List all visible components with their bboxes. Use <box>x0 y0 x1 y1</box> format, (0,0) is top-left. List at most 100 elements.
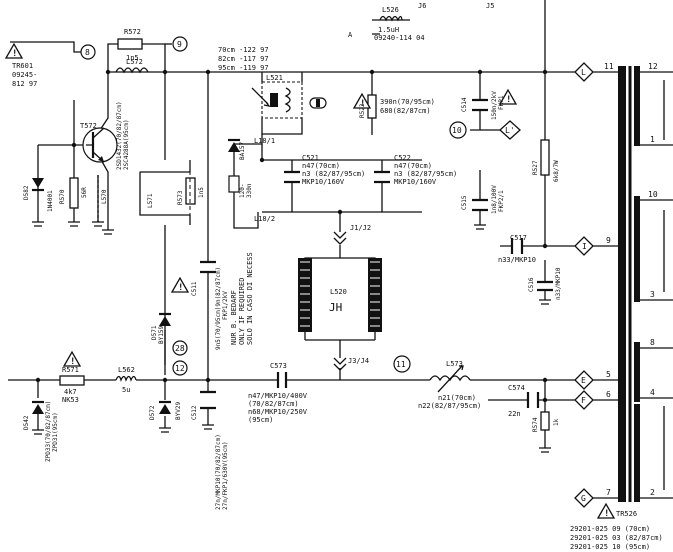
l521-82: 82cm -117 97 <box>218 55 269 63</box>
l572-label: L572 <box>126 58 143 66</box>
tr526-part-82: 29201-025 03 (82/87cm) <box>570 534 663 542</box>
c522-value: n47(70cm) <box>394 162 432 170</box>
c522-value3: MKP10/160V <box>394 178 437 186</box>
pin-10: 10 <box>648 190 658 199</box>
c574-symbol <box>526 392 540 408</box>
c517-label: C517 <box>510 234 527 242</box>
warning-icon: ! <box>352 92 372 109</box>
c514-label: C514 <box>461 97 468 112</box>
c517-symbol <box>510 238 524 254</box>
node-9: 9 <box>172 36 188 52</box>
svg-text:10: 10 <box>452 126 462 135</box>
t572-type2: 2SC4288A(95cm) <box>123 119 130 170</box>
d572-symbol <box>159 400 171 414</box>
c512-symbol <box>200 390 216 410</box>
svg-text:12: 12 <box>175 364 185 373</box>
d582-label: D582 <box>23 185 30 200</box>
l18-1-label: L18/1 <box>254 137 275 145</box>
svg-text:L': L' <box>505 126 515 135</box>
r574-value: 1k <box>553 418 560 426</box>
l573-value: n21(70cm) <box>438 394 476 402</box>
c512-label: C512 <box>191 405 198 420</box>
r571-value: 4k7 <box>64 388 77 396</box>
l521-symbol <box>251 81 327 119</box>
j3j4-label: J3/J4 <box>348 357 369 365</box>
c515-value: 1n8/100V <box>491 185 498 214</box>
r574-label: R574 <box>532 417 539 432</box>
connector-G: G <box>574 488 594 508</box>
j1j2-label: J1/J2 <box>350 224 371 232</box>
c516-symbol <box>537 280 553 292</box>
svg-text:E: E <box>581 376 586 385</box>
r527-value: 6k8/7W <box>553 160 560 182</box>
l18-2-label: L18/2 <box>254 215 275 223</box>
c574-label: C574 <box>508 384 525 392</box>
l562-symbol <box>115 375 137 382</box>
r523-value: 390n(70/95cm) <box>380 98 435 106</box>
t572-label: T572 <box>80 122 97 130</box>
t572-type: 2SD1432(70/82/87cm) <box>116 101 123 170</box>
l573-value2: n22(82/87/95cm) <box>418 402 481 410</box>
l526-part: 09240-114 04 <box>374 34 425 42</box>
l526-value: 1.5uH <box>378 26 399 34</box>
c573-label: C573 <box>270 362 287 370</box>
svg-text:11: 11 <box>396 360 406 369</box>
r571-value2: NK53 <box>62 396 79 404</box>
c521-label: C521 <box>302 154 319 162</box>
pin-11: 11 <box>604 62 614 71</box>
r527-label: R527 <box>532 160 539 175</box>
d582-type: 1N4001 <box>47 190 54 212</box>
connector-L: L <box>574 62 594 82</box>
svg-text:!: ! <box>178 283 183 293</box>
c514-symbol <box>472 98 488 112</box>
c573-symbol <box>276 372 288 388</box>
l571-symbol <box>139 171 191 216</box>
warning-icon: ! <box>498 88 518 105</box>
svg-text:!: ! <box>506 95 511 105</box>
ba157-label: BA157 <box>239 142 246 160</box>
r523-label: R523 <box>359 103 366 118</box>
svg-text:I: I <box>582 242 587 251</box>
r527-symbol <box>540 139 550 176</box>
d542-value2: ZPD31(95cm) <box>52 412 59 452</box>
j3j4-symbol <box>333 357 347 371</box>
warning-icon: ! <box>62 350 82 367</box>
d571-label: D571 <box>151 325 158 340</box>
connector-L-prime: L' <box>499 120 521 140</box>
svg-text:!: ! <box>360 99 365 109</box>
node-10: 10 <box>449 121 467 139</box>
l521-95: 95cm -119 97 <box>218 64 269 72</box>
c514-value2: FKP1 <box>498 95 505 110</box>
wiring <box>8 0 673 499</box>
l571-label: L571 <box>147 193 154 208</box>
c521-value3: MKP10/160V <box>302 178 345 186</box>
c511-label: C511 <box>191 281 198 296</box>
l572-symbol <box>115 67 149 74</box>
t572-symbol <box>82 127 118 163</box>
svg-text:28: 28 <box>175 344 185 353</box>
junction-dots <box>35 69 548 403</box>
tr526-symbol <box>618 66 640 502</box>
d542-value: ZPD33(70/82/87cm) <box>45 401 52 462</box>
node-28: 28 <box>172 340 188 356</box>
connector-I: I <box>574 236 594 256</box>
transformer-pins: 11 12 1 10 9 3 8 5 6 4 7 2 <box>604 62 658 497</box>
svg-text:!: ! <box>604 509 609 519</box>
d542-symbol <box>32 400 44 414</box>
connector-F: F <box>574 390 594 410</box>
r573-value: 1n5 <box>198 187 205 198</box>
c515-symbol <box>472 198 488 212</box>
svg-text:!: ! <box>12 49 17 59</box>
c521-value: n47(70cm) <box>302 162 340 170</box>
pin-4: 4 <box>650 388 655 397</box>
c512-value2: 27n/FKP1/630V(95cm) <box>222 441 229 510</box>
l520-label: L520 <box>330 288 347 296</box>
c522-label: C522 <box>394 154 411 162</box>
c512-value: 27n/MKP10(70/82/87cm) <box>215 434 222 510</box>
c522-value2: n3 (82/87/95cm) <box>394 170 457 178</box>
pin-12: 12 <box>648 62 658 71</box>
d582-symbol <box>32 178 44 192</box>
c511-value2: FKP1/2kV <box>222 291 229 320</box>
pin-1: 1 <box>650 135 655 144</box>
